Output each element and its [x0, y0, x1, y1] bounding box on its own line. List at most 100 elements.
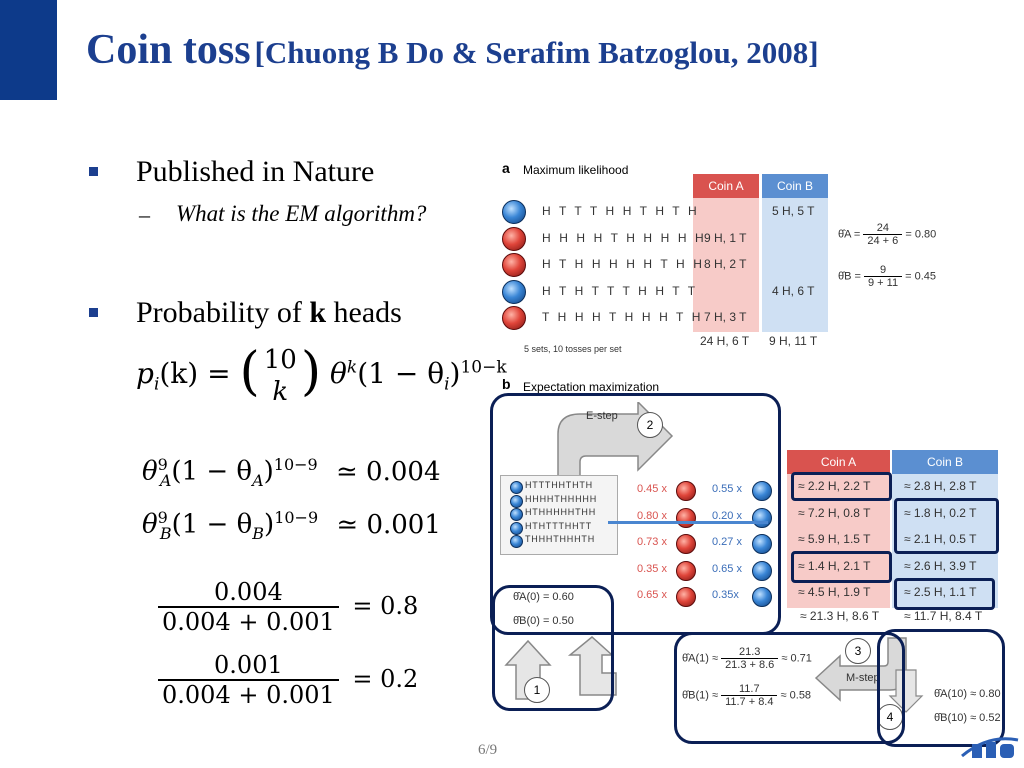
estep-label: E-step: [586, 410, 618, 422]
formula-text: ): [449, 357, 461, 390]
formula-text: = 0.8: [352, 591, 419, 620]
weight-B: 0.55 x: [712, 483, 742, 495]
formula-text: (k) =: [159, 357, 240, 390]
title-citation: [Chuong B Do & Serafim Batzoglou, 2008]: [254, 35, 819, 70]
em-coinB-value: ≈ 2.1 H, 0.5 T: [904, 532, 977, 546]
formula-text: A: [159, 470, 172, 490]
mstep-label: M-step: [846, 672, 880, 684]
init-thetaA: θ̂A(0) = 0.60: [513, 591, 574, 603]
weight-B: 0.65 x: [712, 562, 742, 575]
toss-sequence: T H H H T H H H T H: [542, 310, 703, 324]
em-coinB-header: Coin B: [892, 450, 998, 474]
coin-red-icon: [502, 306, 526, 330]
coinA-header: Coin A: [693, 174, 759, 198]
formula-text: 21.3: [738, 646, 761, 658]
coin-blue-icon: [752, 481, 772, 501]
em-totalB: ≈ 11.7 H, 8.4 T: [904, 609, 983, 623]
formula-text: = 0.45: [905, 270, 937, 283]
formula-text: θ: [330, 357, 347, 390]
formula-text: 9: [157, 455, 168, 474]
formula-text: (1 − θ: [171, 509, 253, 540]
weight-A: 0.45 x: [637, 483, 667, 495]
formula-text: 11.7 + 8.4: [721, 695, 778, 708]
formula-text: θ̂A(1) ≈: [682, 652, 718, 665]
bullet-2-part: heads: [326, 296, 402, 329]
weight-B: 0.20 x: [712, 509, 742, 522]
formula-text: (1 − θ: [171, 456, 253, 487]
weight-A: 0.65 x: [637, 589, 667, 601]
formula-text: B: [159, 523, 172, 543]
figure-a-title: Maximum likelihood: [523, 163, 629, 177]
sets-note: 5 sets, 10 tosses per set: [524, 344, 622, 354]
formula-text: 10−k: [460, 357, 507, 378]
em-sequence: HTHTTTHHTT: [525, 520, 592, 531]
coinB-count: 4 H, 6 T: [772, 283, 815, 298]
init-thetaB: θ̂B(0) = 0.50: [513, 615, 574, 627]
formula-text: θ̂B(1) ≈: [682, 689, 718, 702]
formula-text: θ̂A =: [838, 228, 861, 241]
coin-red-icon: [676, 587, 696, 607]
step-2-badge: 2: [637, 412, 663, 438]
coin-icon: [510, 521, 523, 535]
formula-text: 10−9: [274, 508, 319, 527]
formula-text: θ: [142, 509, 158, 540]
coinA-count: 9 H, 1 T: [704, 230, 747, 245]
formula-text: = 0.2: [352, 664, 419, 693]
em-sequence: HTHHHHHTHH: [525, 507, 596, 517]
coinA-count: 8 H, 2 T: [704, 257, 747, 271]
formula-text: ≃ 0.001: [336, 509, 441, 540]
toss-sequence: H H H H T H H H H H: [542, 230, 707, 245]
bullet-2-part: Probability of: [136, 296, 310, 329]
formula-text: 11.7: [738, 683, 760, 695]
figure-b-title: Expectation maximization: [523, 380, 660, 394]
em-coinA-value: ≈ 7.2 H, 0.8 T: [798, 505, 871, 520]
coin-blue-icon: [752, 587, 772, 607]
highlight-box: [894, 498, 999, 554]
formula-text: 9 + 11: [864, 276, 903, 289]
highlight-line: [608, 521, 768, 524]
coinA-column: [693, 174, 759, 332]
formula-text: ≈ 0.58: [780, 689, 812, 702]
formula-text: i: [153, 374, 160, 395]
final-thetaA: θ̂A(10) ≈ 0.80: [934, 688, 1001, 700]
weight-A: 0.80 x: [637, 509, 667, 522]
highlight-box: [791, 551, 892, 583]
ml-totalA: 24 H, 6 T: [700, 334, 750, 348]
formula-text: = 0.80: [905, 228, 937, 241]
figure-b-label: b: [502, 376, 511, 392]
formula-text: 0.004: [214, 578, 283, 606]
formula-text: ): [263, 456, 274, 487]
bullet-2-text: Probability of k heads: [136, 296, 402, 330]
page-number: 6/9: [478, 742, 498, 758]
init-highlight-box: [492, 585, 614, 711]
step-3-badge: 3: [845, 638, 871, 664]
final-thetaB: θ̂B(10) ≈ 0.52: [934, 712, 1001, 724]
formula-text: i: [444, 374, 450, 395]
coin-red-icon: [502, 226, 526, 251]
em-coinB-value: ≈ 1.8 H, 0.2 T: [904, 505, 977, 520]
formula-text: 21.3 + 8.6: [721, 658, 779, 671]
coinB-header: Coin B: [762, 174, 828, 198]
em-coinB-value: ≈ 2.6 H, 3.9 T: [904, 558, 977, 573]
paren: (: [239, 342, 260, 402]
coinB-column: [762, 174, 828, 332]
bullet-2-bold: k: [309, 296, 327, 329]
highlight-box: [894, 578, 995, 610]
em-coinB-value: ≈ 2.8 H, 2.8 T: [904, 479, 977, 493]
formula-text: θ: [142, 456, 158, 487]
bullet-1-text: Published in Nature: [136, 155, 375, 188]
coin-blue-icon: [752, 560, 772, 581]
coin-blue-icon: [502, 279, 526, 304]
final-highlight-box: [877, 629, 1005, 747]
title-main: Coin toss: [86, 27, 251, 73]
formula-text: 0.001: [214, 651, 283, 679]
